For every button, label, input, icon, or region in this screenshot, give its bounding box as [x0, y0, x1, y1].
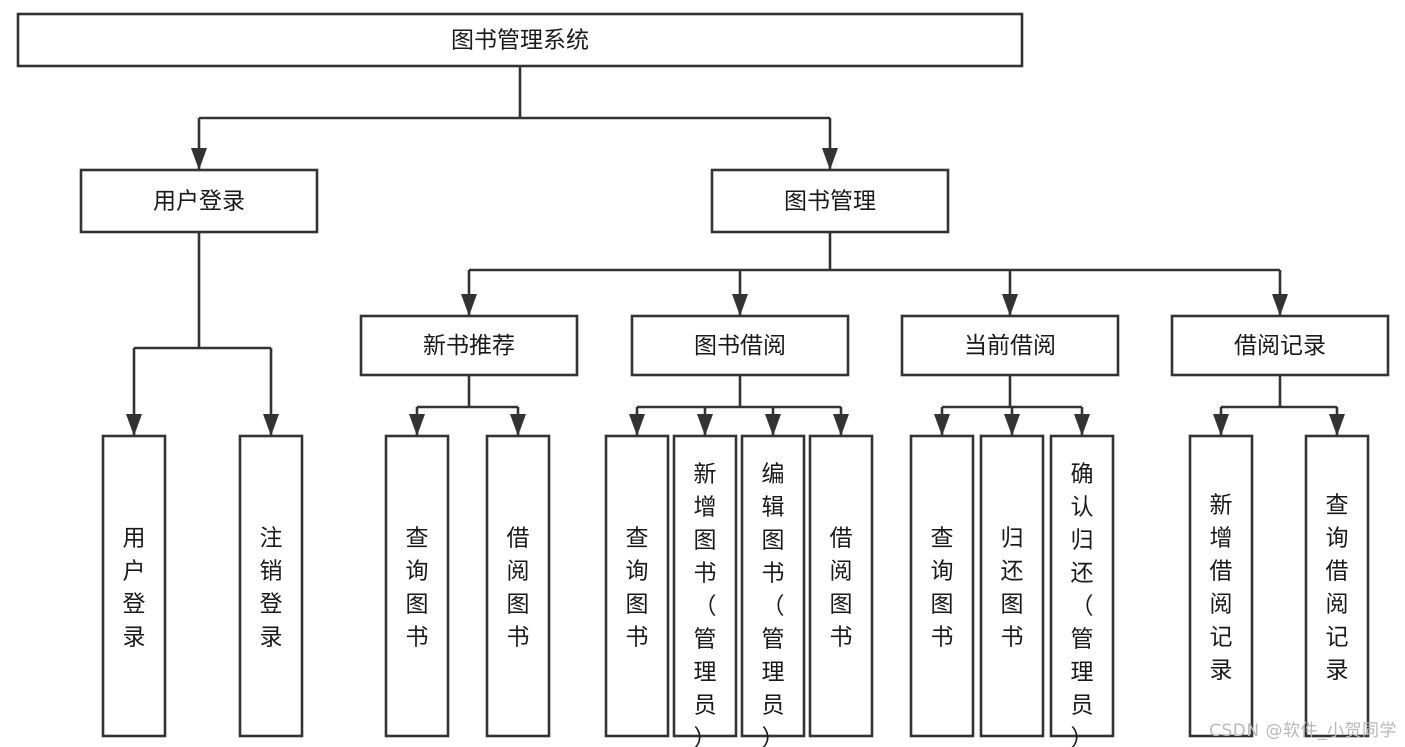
arrow-head [629, 414, 645, 436]
node-book-borrow[interactable]: 图书借阅 [630, 314, 850, 377]
node-box-leaf-edit-book-admin [740, 434, 806, 738]
node-box-leaf-return-book [979, 434, 1045, 738]
node-root[interactable]: 图书管理系统 [16, 12, 1024, 68]
arrow-head [1329, 414, 1345, 436]
node-box-user-login [79, 168, 319, 234]
node-label-borrow-record: 借阅记录 [1234, 333, 1326, 359]
arrow-head [409, 414, 425, 436]
node-label-leaf-add-borrow-record: 新增借阅记录 [1210, 493, 1233, 684]
arrow-head [732, 294, 748, 316]
node-box-leaf-query-book-3 [909, 434, 975, 738]
node-box-leaf-add-borrow-record [1188, 434, 1254, 738]
node-box-book-borrow [630, 314, 850, 377]
node-label-leaf-user-login: 用户登录 [123, 526, 146, 651]
arrow-head [126, 414, 142, 436]
arrow-head [263, 414, 279, 436]
node-box-leaf-confirm-return-admin [1049, 434, 1115, 738]
node-label-user-login: 用户登录 [153, 189, 245, 215]
node-box-leaf-query-book-2 [604, 434, 670, 738]
node-label-leaf-confirm-return-admin: 确认归还（管理员） [1071, 462, 1094, 747]
node-new-book-recommend[interactable]: 新书推荐 [359, 314, 579, 377]
node-box-leaf-add-book-admin [672, 434, 738, 738]
node-label-leaf-edit-book-admin: 编辑图书（管理员） [762, 462, 785, 747]
node-leaf-user-login[interactable]: 用户登录 [101, 434, 167, 738]
node-leaf-borrow-book-1[interactable]: 借阅图书 [485, 434, 551, 738]
node-box-book-manage [710, 168, 950, 234]
node-leaf-add-borrow-record[interactable]: 新增借阅记录 [1188, 434, 1254, 738]
node-label-leaf-return-book: 归还图书 [1001, 526, 1024, 651]
node-label-book-manage: 图书管理 [784, 189, 876, 215]
node-box-current-borrow [900, 314, 1120, 377]
node-label-leaf-borrow-book-2: 借阅图书 [830, 526, 853, 651]
node-layer: 图书管理系统用户登录图书管理新书推荐图书借阅当前借阅借阅记录用户登录注销登录查询… [16, 12, 1390, 747]
node-label-new-book-recommend: 新书推荐 [423, 333, 515, 359]
node-box-root [16, 12, 1024, 68]
arrow-head [833, 414, 849, 436]
arrow-head [697, 414, 713, 436]
node-box-leaf-borrow-book-1 [485, 434, 551, 738]
connector-layer [126, 66, 1345, 436]
node-label-root: 图书管理系统 [451, 28, 589, 54]
node-borrow-record[interactable]: 借阅记录 [1170, 314, 1390, 377]
node-leaf-edit-book-admin[interactable]: 编辑图书（管理员） [740, 434, 806, 747]
node-box-leaf-borrow-book-2 [808, 434, 874, 738]
arrow-head [510, 414, 526, 436]
arrow-head [1213, 414, 1229, 436]
arrow-head [1004, 414, 1020, 436]
node-leaf-borrow-book-2[interactable]: 借阅图书 [808, 434, 874, 738]
arrow-head [822, 148, 838, 170]
node-label-leaf-query-book-2: 查询图书 [626, 526, 649, 651]
node-leaf-query-book-3[interactable]: 查询图书 [909, 434, 975, 738]
node-leaf-query-book-1[interactable]: 查询图书 [384, 434, 450, 738]
arrow-head [934, 414, 950, 436]
node-current-borrow[interactable]: 当前借阅 [900, 314, 1120, 377]
arrow-head [765, 414, 781, 436]
node-box-new-book-recommend [359, 314, 579, 377]
node-leaf-return-book[interactable]: 归还图书 [979, 434, 1045, 738]
node-label-book-borrow: 图书借阅 [694, 333, 786, 359]
arrow-head [461, 294, 477, 316]
node-label-leaf-borrow-book-1: 借阅图书 [507, 526, 530, 651]
node-box-borrow-record [1170, 314, 1390, 377]
node-box-leaf-query-borrow-record [1304, 434, 1370, 738]
node-leaf-query-book-2[interactable]: 查询图书 [604, 434, 670, 738]
node-box-leaf-user-logout [238, 434, 304, 738]
node-label-leaf-query-book-1: 查询图书 [406, 526, 429, 651]
node-label-leaf-add-book-admin: 新增图书（管理员） [694, 462, 717, 747]
node-box-leaf-query-book-1 [384, 434, 450, 738]
node-label-leaf-user-logout: 注销登录 [260, 526, 283, 651]
arrow-head [191, 148, 207, 170]
node-leaf-user-logout[interactable]: 注销登录 [238, 434, 304, 738]
arrow-head [1002, 294, 1018, 316]
node-user-login[interactable]: 用户登录 [79, 168, 319, 234]
arrow-head [1074, 414, 1090, 436]
node-box-leaf-user-login [101, 434, 167, 738]
node-leaf-confirm-return-admin[interactable]: 确认归还（管理员） [1049, 434, 1115, 747]
csdn-watermark: CSDN @软件_小贺同学 [1209, 721, 1397, 741]
arrow-head [1272, 294, 1288, 316]
node-label-current-borrow: 当前借阅 [964, 333, 1056, 359]
node-label-leaf-query-borrow-record: 查询借阅记录 [1326, 493, 1349, 684]
node-leaf-query-borrow-record[interactable]: 查询借阅记录 [1304, 434, 1370, 738]
node-leaf-add-book-admin[interactable]: 新增图书（管理员） [672, 434, 738, 747]
node-book-manage[interactable]: 图书管理 [710, 168, 950, 234]
node-label-leaf-query-book-3: 查询图书 [931, 526, 954, 651]
